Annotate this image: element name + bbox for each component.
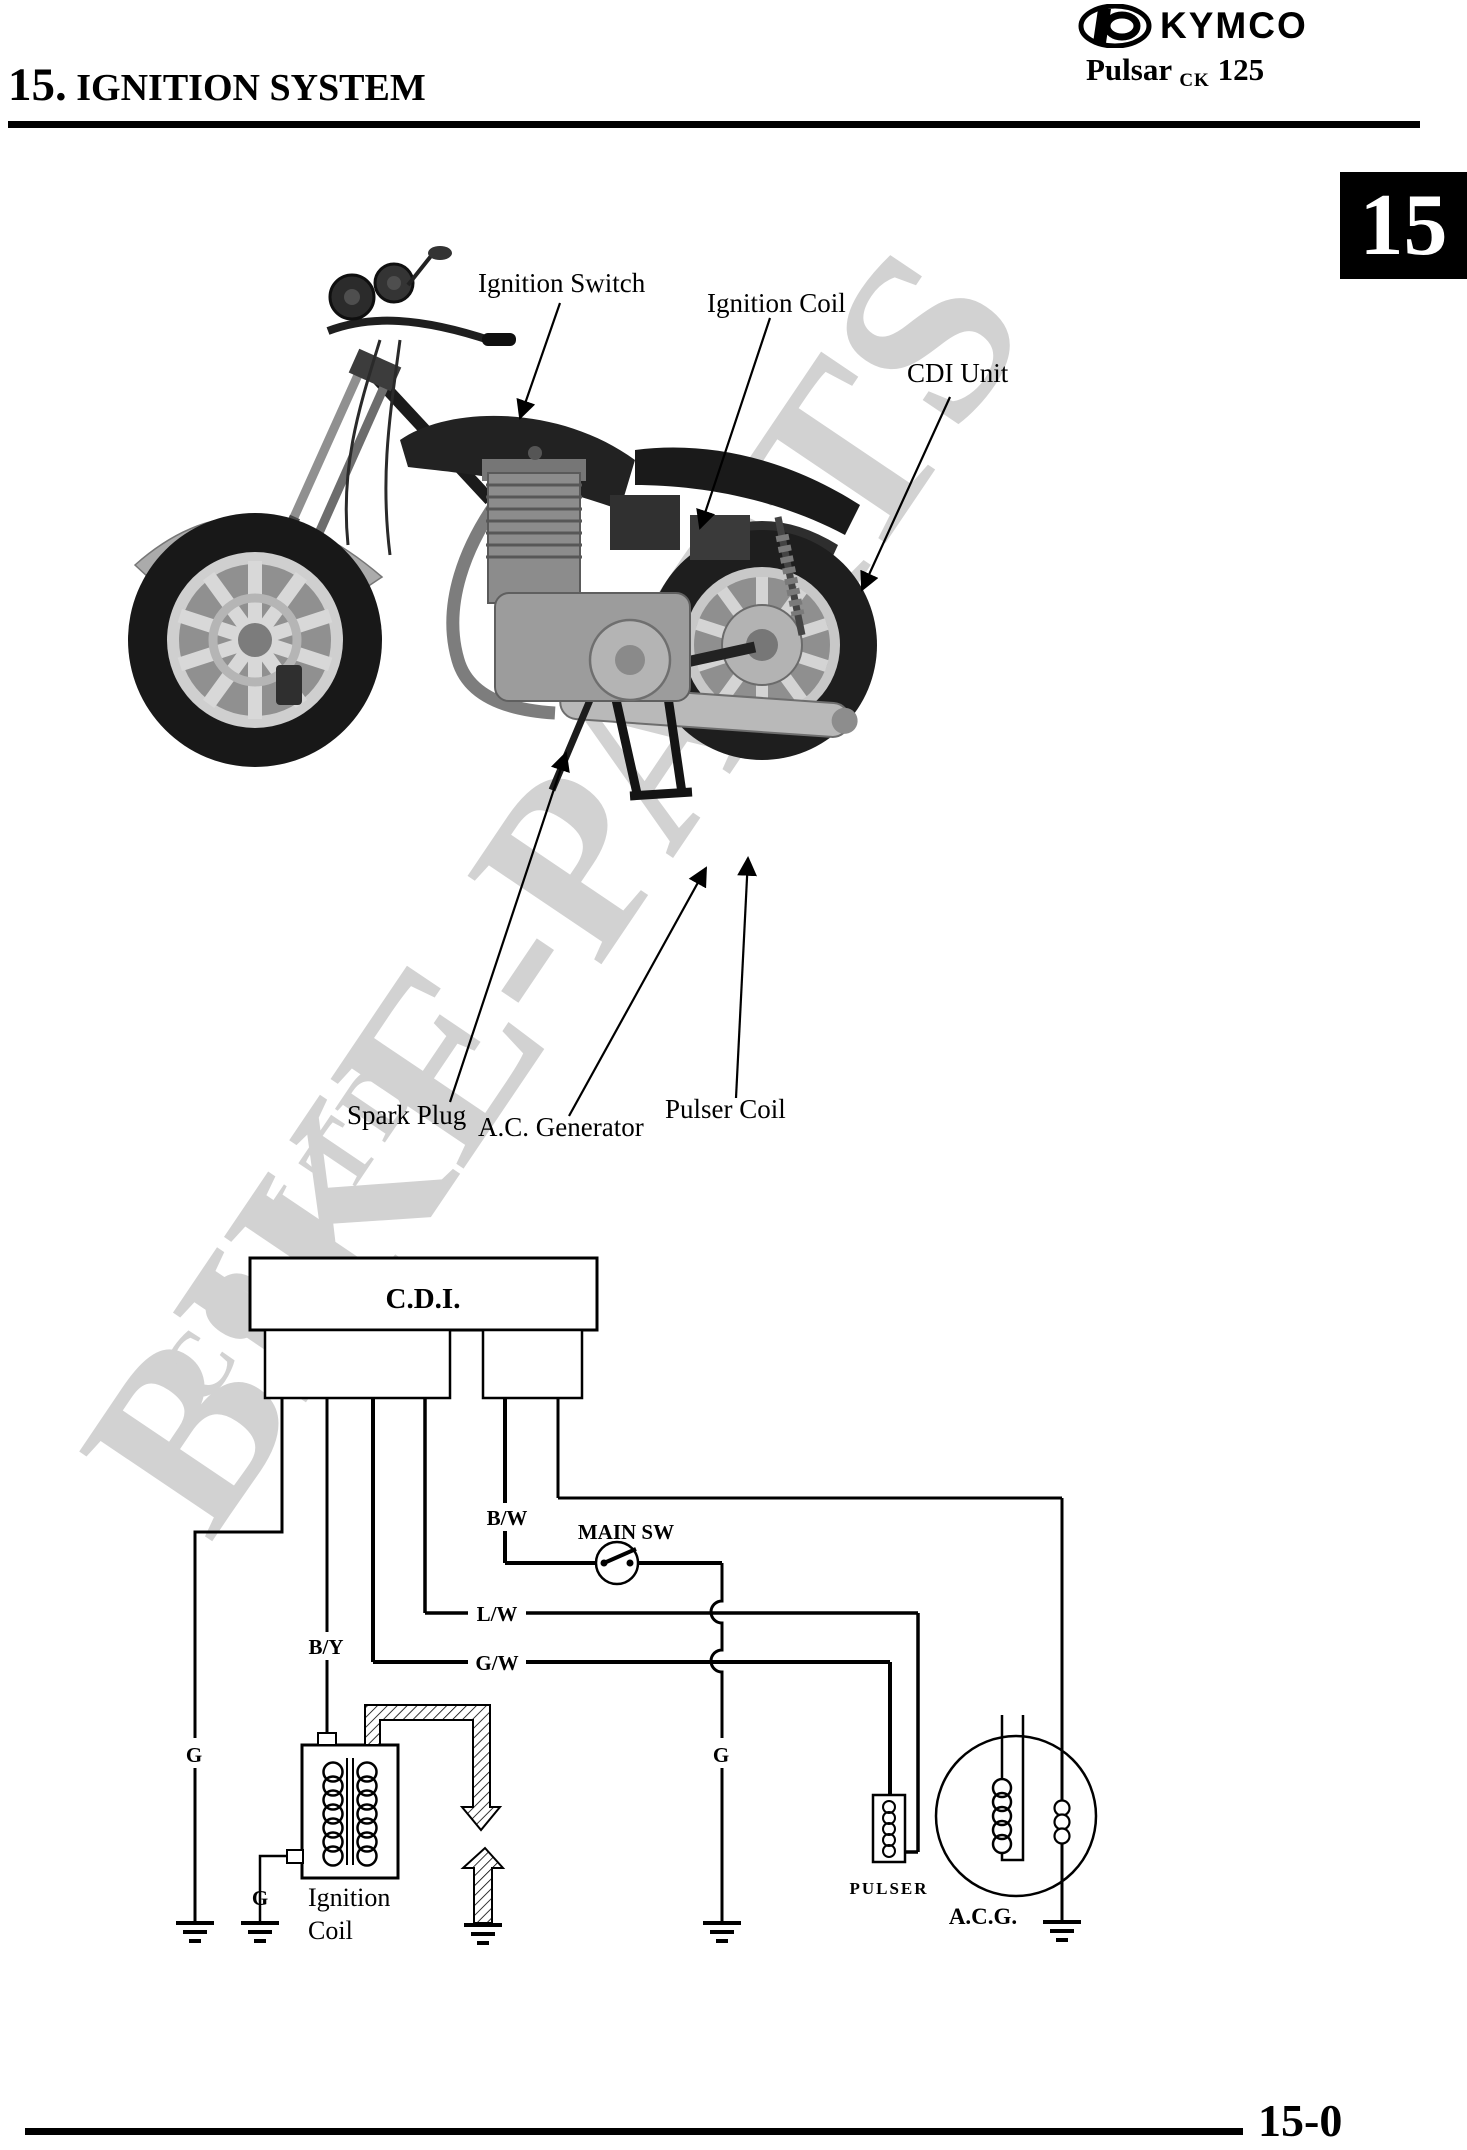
model-word: Pulsar bbox=[1086, 52, 1172, 87]
brake-caliper bbox=[276, 665, 302, 705]
label-cdi-unit: CDI Unit bbox=[907, 358, 1009, 388]
footer-rule bbox=[25, 2128, 1243, 2135]
cdi-label: C.D.I. bbox=[386, 1283, 461, 1315]
kymco-logo-icon bbox=[1078, 4, 1152, 48]
wire-acg bbox=[556, 1398, 1064, 1922]
brand-name: KYMCO bbox=[1160, 5, 1308, 46]
ground-label-2: G bbox=[713, 1743, 729, 1767]
wire-g-left bbox=[193, 1398, 284, 1923]
wire-label-lw: L/W bbox=[477, 1602, 518, 1626]
center-stand bbox=[610, 694, 693, 801]
main-switch-label: MAIN SW bbox=[578, 1520, 674, 1544]
label-spark-plug: Spark Plug bbox=[347, 1100, 467, 1130]
ignition-coil-symbol bbox=[258, 1732, 400, 1923]
wire-g-switch bbox=[709, 1563, 724, 1923]
ground-label-1: G bbox=[186, 1743, 202, 1767]
wire-gw bbox=[371, 1398, 892, 1795]
rear-wheel bbox=[647, 530, 877, 760]
label-ac-generator: A.C. Generator bbox=[478, 1112, 644, 1142]
exhaust-pipe bbox=[446, 491, 556, 720]
ground-symbols bbox=[176, 1920, 1081, 1945]
acg-label: A.C.G. bbox=[949, 1904, 1017, 1929]
cdi-connector-right bbox=[481, 1328, 584, 1400]
brake-disc bbox=[208, 593, 302, 687]
switch-contact-2 bbox=[626, 1559, 634, 1567]
model-number: 125 bbox=[1217, 52, 1265, 87]
chapter-number: 15. bbox=[8, 59, 67, 111]
cdi-connector-left bbox=[263, 1328, 452, 1400]
handlebar bbox=[326, 316, 494, 345]
pulser-symbol bbox=[871, 1793, 907, 1864]
acg-symbol bbox=[934, 1715, 1098, 1898]
spark-gap-arrow bbox=[460, 1846, 506, 1924]
wiring-ignition-coil-label: Ignition Coil bbox=[308, 1883, 391, 1945]
engine bbox=[482, 446, 691, 702]
model-code: CK bbox=[1179, 70, 1210, 91]
pulser-label: PULSER bbox=[849, 1879, 928, 1898]
wire-label-gw: G/W bbox=[475, 1651, 518, 1675]
air-box bbox=[690, 515, 750, 560]
header-rule bbox=[8, 121, 1420, 128]
cable bbox=[344, 339, 382, 546]
chapter-name: IGNITION SYSTEM bbox=[76, 67, 426, 109]
page-title: 15. IGNITION SYSTEM bbox=[8, 58, 426, 112]
brand-block: KYMCO bbox=[1078, 4, 1308, 48]
page-number: 15-0 bbox=[1258, 2095, 1343, 2146]
wiring-diagram: C.D.I. MAIN SW B/W L/W bbox=[176, 1256, 1098, 1945]
shock-spring bbox=[775, 533, 805, 617]
model-name: Pulsar CK 125 bbox=[1086, 52, 1264, 92]
label-pulser-coil: Pulser Coil bbox=[665, 1094, 786, 1124]
cable-2 bbox=[384, 339, 402, 556]
motorcycle-photo bbox=[128, 246, 877, 801]
triple-clamp bbox=[348, 348, 402, 392]
front-wheel bbox=[128, 513, 382, 767]
wire-label-by: B/Y bbox=[308, 1635, 343, 1659]
mirror bbox=[428, 246, 452, 260]
cdi-box bbox=[248, 1256, 599, 1332]
grip bbox=[482, 333, 516, 346]
wire-lw bbox=[423, 1398, 920, 1854]
wire-label-bw: B/W bbox=[487, 1506, 528, 1530]
switch-lever bbox=[603, 1547, 637, 1565]
ht-lead-arrow bbox=[364, 1704, 503, 1832]
label-ignition-coil: Ignition Coil bbox=[707, 288, 846, 318]
battery-box bbox=[610, 495, 680, 550]
chapter-tab: 15 bbox=[1340, 172, 1467, 279]
label-ignition-switch: Ignition Switch bbox=[478, 268, 646, 298]
